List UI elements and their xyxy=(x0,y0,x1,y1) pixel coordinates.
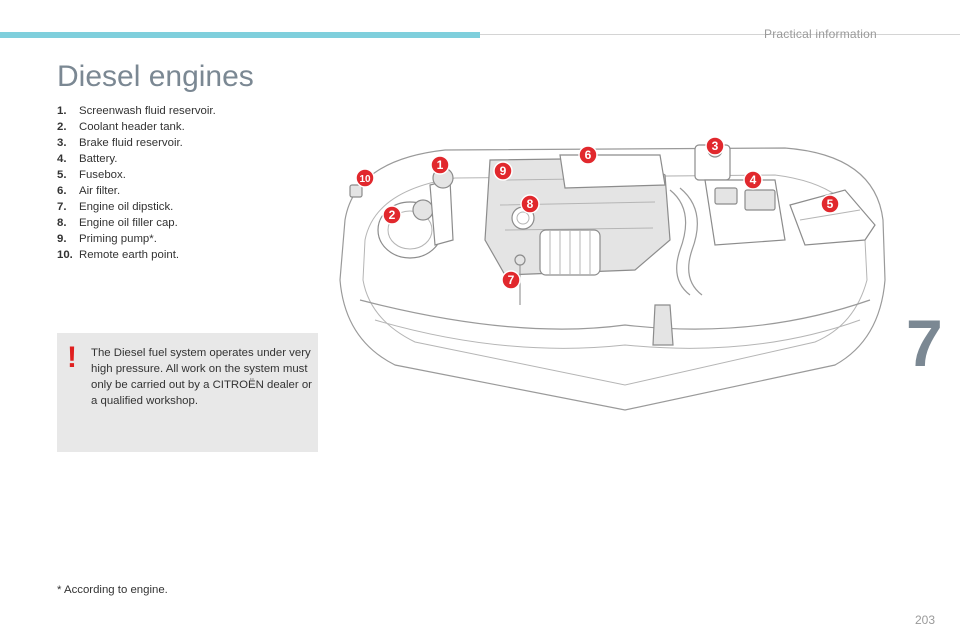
svg-text:2: 2 xyxy=(389,208,396,222)
svg-text:9: 9 xyxy=(500,164,507,178)
list-item: 10.Remote earth point. xyxy=(57,249,180,261)
svg-text:4: 4 xyxy=(750,173,757,187)
svg-text:8: 8 xyxy=(527,197,534,211)
list-item: 1.Screenwash fluid reservoir. xyxy=(57,105,216,117)
page-number: 203 xyxy=(915,613,936,627)
list-item: 6.Air filter. xyxy=(57,185,121,197)
list-item: 5.Fusebox. xyxy=(57,169,126,181)
list-item: 4.Battery. xyxy=(57,153,118,165)
callout-10: 10 xyxy=(355,168,375,188)
svg-text:7: 7 xyxy=(508,273,515,287)
parts-list: 1.Screenwash fluid reservoir. 2.Coolant … xyxy=(57,103,216,263)
list-item: 2.Coolant header tank. xyxy=(57,121,185,133)
svg-text:6: 6 xyxy=(585,148,592,162)
callout-4: 4 xyxy=(743,170,763,190)
callout-2: 2 xyxy=(382,205,402,225)
warning-icon: ! xyxy=(67,341,77,374)
callout-6: 6 xyxy=(578,145,598,165)
footnote: * According to engine. xyxy=(57,584,168,596)
header-rule xyxy=(480,34,960,35)
callout-5: 5 xyxy=(820,194,840,214)
svg-text:1: 1 xyxy=(437,158,444,172)
header-accent-bar xyxy=(0,32,480,38)
warning-box: ! The Diesel fuel system operates under … xyxy=(57,333,318,452)
callout-1: 1 xyxy=(430,155,450,175)
page-title: Diesel engines xyxy=(57,60,254,93)
callout-8: 8 xyxy=(520,194,540,214)
callout-9: 9 xyxy=(493,161,513,181)
list-item: 9.Priming pump*. xyxy=(57,233,157,245)
svg-text:10: 10 xyxy=(359,174,371,185)
list-item: 8.Engine oil filler cap. xyxy=(57,217,178,229)
warning-text: The Diesel fuel system operates under ve… xyxy=(91,347,312,407)
list-item: 3.Brake fluid reservoir. xyxy=(57,137,183,149)
engine-bay-illustration: 1 2 3 4 5 6 7 8 9 10 xyxy=(339,136,886,411)
section-header: Practical information xyxy=(764,27,877,41)
list-item: 7.Engine oil dipstick. xyxy=(57,201,174,213)
svg-text:5: 5 xyxy=(827,197,834,211)
callout-3: 3 xyxy=(705,136,725,156)
svg-text:3: 3 xyxy=(712,139,719,153)
chapter-number: 7 xyxy=(906,306,943,380)
callout-7: 7 xyxy=(501,270,521,290)
